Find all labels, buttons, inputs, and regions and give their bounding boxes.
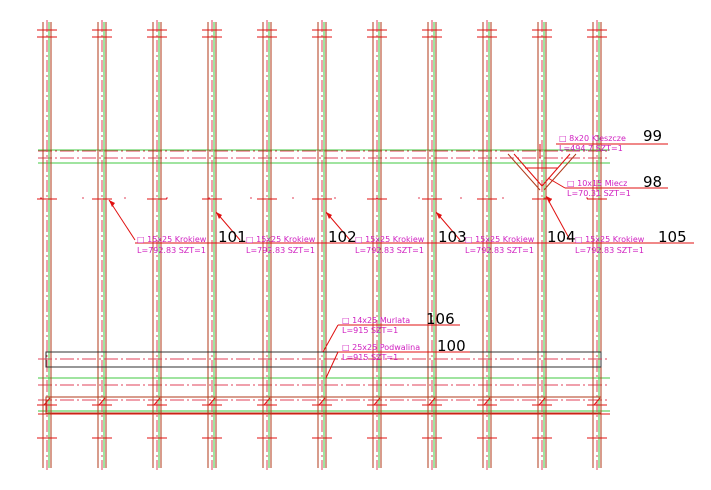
rafter-hatch: [428, 397, 436, 406]
label-98-number: 98: [643, 173, 662, 191]
murlata-beam: [45, 396, 602, 414]
label-106-number: 106: [426, 310, 455, 328]
label-100-number: 100: [437, 337, 466, 355]
label-104[interactable]: 104 □ 15x25 Krokiew L=792.83 SZT=1: [465, 228, 576, 255]
rafter-hatch: [263, 397, 271, 406]
rafter-hatch: [208, 397, 216, 406]
label-104-number: 104: [547, 228, 576, 246]
label-103-number: 103: [438, 228, 467, 246]
rafter-hatch: [538, 397, 546, 406]
leader-line: [322, 324, 339, 353]
rafters: [37, 20, 607, 470]
label-99-number: 99: [643, 127, 662, 145]
kleszcze-miecz-bracing: [507, 153, 577, 191]
label-102[interactable]: 102 □ 15x25 Krokiew L=792.83 SZT=1: [246, 228, 357, 255]
label-105[interactable]: 105 □ 15x25 Krokiew L=792.83 SZT=1: [575, 228, 687, 255]
leader-line: [108, 199, 136, 241]
leader-arrowhead: [216, 212, 222, 219]
rafter-hatch: [373, 397, 381, 406]
rafter-hatch: [153, 397, 161, 406]
label-103-section: □ 15x25 Krokiew: [355, 235, 425, 244]
label-103-length: L=792.83 SZT=1: [355, 246, 424, 255]
label-104-length: L=792.83 SZT=1: [465, 246, 534, 255]
label-105-length: L=792.83 SZT=1: [575, 246, 644, 255]
label-99-section: □ 8x20 Kleszcze: [559, 134, 626, 143]
label-102-length: L=792.83 SZT=1: [246, 246, 315, 255]
label-105-section: □ 15x25 Krokiew: [575, 235, 645, 244]
label-100[interactable]: 100 □ 25x25 Podwalina L=915 SZT=1: [342, 337, 466, 362]
miecz-brace: [543, 153, 577, 191]
label-101-length: L=792.83 SZT=1: [137, 246, 206, 255]
label-100-length: L=915 SZT=1: [342, 353, 398, 362]
label-99[interactable]: 99 □ 8x20 Kleszcze L=494.7 SZT=1: [559, 127, 662, 153]
miecz-brace: [513, 153, 543, 187]
rafter-hatch: [98, 397, 106, 406]
label-99-length: L=494.7 SZT=1: [559, 144, 623, 153]
rafter-hatch: [593, 397, 601, 406]
label-98-length: L=70.31 SZT=1: [567, 189, 631, 198]
label-101-section: □ 15x25 Krokiew: [137, 235, 207, 244]
label-102-section: □ 15x25 Krokiew: [246, 235, 316, 244]
leader-arrowhead: [436, 212, 442, 219]
leader-line: [547, 177, 566, 189]
label-106-section: □ 14x25 Murlata: [342, 316, 410, 325]
label-102-number: 102: [328, 228, 357, 246]
miecz-brace: [541, 153, 571, 187]
label-104-section: □ 15x25 Krokiew: [465, 235, 535, 244]
label-101[interactable]: 101 □ 15x25 Krokiew L=792.83 SZT=1: [137, 228, 247, 255]
rafter-hatch: [483, 397, 491, 406]
leader-arrowhead: [326, 212, 332, 219]
leader-arrowhead: [546, 196, 552, 203]
leader-line: [545, 195, 571, 241]
label-106[interactable]: 106 □ 14x25 Murlata L=915 SZT=1: [342, 310, 455, 335]
label-98[interactable]: 98 □ 10x15 Miecz L=70.31 SZT=1: [567, 173, 662, 198]
rafter-hatch: [43, 397, 51, 406]
label-101-number: 101: [218, 228, 247, 246]
miecz-brace: [507, 153, 541, 191]
label-98-section: □ 10x15 Miecz: [567, 179, 627, 188]
rafter-hatch: [318, 397, 326, 406]
leader-arrowhead: [109, 200, 115, 207]
label-106-length: L=915 SZT=1: [342, 326, 398, 335]
label-105-number: 105: [658, 228, 687, 246]
label-103[interactable]: 103 □ 15x25 Krokiew L=792.83 SZT=1: [355, 228, 467, 255]
leader-line: [325, 351, 339, 379]
label-100-section: □ 25x25 Podwalina: [342, 343, 420, 352]
label-leaders: [108, 143, 694, 379]
